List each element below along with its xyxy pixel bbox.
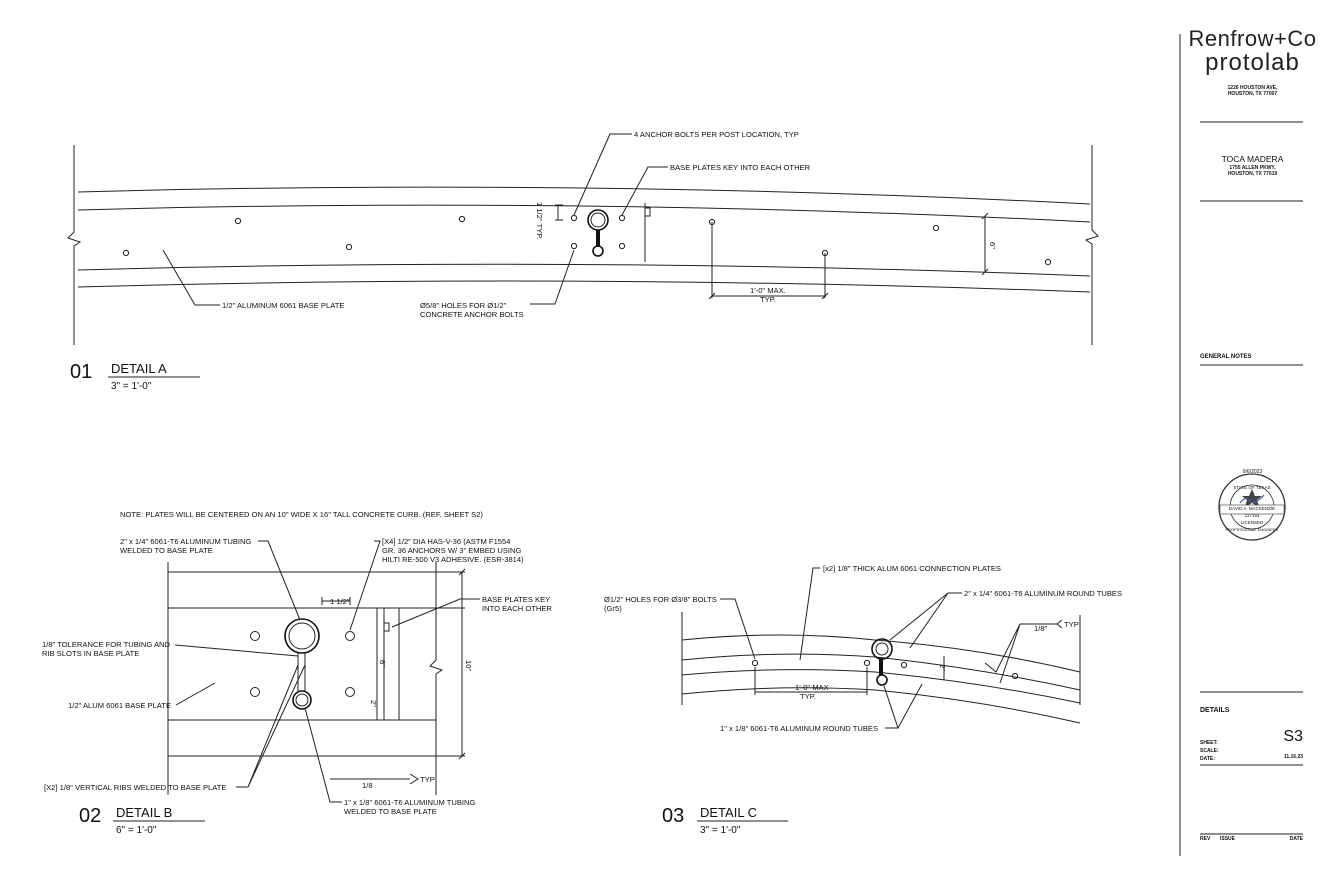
- client-address-line1: 1755 ALLEN PKWY,: [1229, 165, 1276, 171]
- note-anchor-bolts: 4 ANCHOR BOLTS PER POST LOCATION, TYP: [634, 130, 799, 139]
- dimension-1-5: 1 1/2": [330, 597, 350, 606]
- detail-a: 1'-0" MAX. TYP. 6" 1 1/2" TYP. 4 ANCHOR …: [67, 130, 1099, 392]
- pe-seal: [1218, 473, 1286, 541]
- note-holes-line2: (Gr5): [604, 604, 622, 613]
- break-line-left: [67, 145, 82, 345]
- note-small-tube-line1: 1" x 1/8" 6061-T6 ALUMINUM TUBING: [344, 798, 476, 807]
- dimension-6: 6": [988, 242, 997, 249]
- rev-date-label: DATE: [1289, 836, 1303, 842]
- note-small-tube-line2: WELDED TO BASE PLATE: [344, 807, 437, 816]
- dimension-max: 1'-0" MAX.: [750, 286, 786, 295]
- note-connection-plates: [x2] 1/8" THICK ALUM 6061 CONNECTION PLA…: [823, 564, 1001, 573]
- firm-subname: protolab: [1205, 49, 1300, 76]
- note-tolerance-line1: 1/8" TOLERANCE FOR TUBING AND: [42, 640, 171, 649]
- dimension-typ: TYP.: [800, 692, 816, 701]
- firm-address-line2: HOUSTON, TX 77007: [1227, 91, 1278, 97]
- seal-professional-engineer: PROFESSIONAL ENGINEER: [1225, 527, 1279, 532]
- note-anchors-line1: [X4] 1/2" DIA HAS-V-36 (ASTM F1554: [382, 537, 510, 546]
- dimension-10: 10": [464, 660, 473, 671]
- client-address-line2: HOUSTON, TX 77019: [1227, 171, 1278, 177]
- note-ribs: [X2] 1/8" VERTICAL RIBS WELDED TO BASE P…: [44, 783, 226, 792]
- note-plates-centered: NOTE: PLATES WILL BE CENTERED ON AN 10" …: [120, 510, 483, 519]
- firm-logo: Renfrow+Co protolab: [1185, 27, 1320, 75]
- anchor-holes: [250, 631, 355, 697]
- seal-date: 9/6/2023: [1242, 469, 1263, 475]
- detail-number: 02: [79, 805, 101, 827]
- seal-license-number: 117193: [1244, 513, 1260, 518]
- detail-number: 03: [662, 805, 684, 827]
- sheet-title: DETAILS: [1200, 707, 1230, 714]
- post-tube: [871, 638, 893, 686]
- dimension-2: 2": [369, 700, 378, 707]
- detail-c: 1'-0" MAX TYP. 2" 1/8" TYP [x2] 1/8" THI…: [604, 564, 1122, 836]
- date-value: 11.16.23: [1283, 754, 1303, 760]
- note-base-plates-key: BASE PLATES KEY INTO EACH OTHER: [670, 163, 811, 172]
- seal-state: STATE OF TEXAS: [1233, 485, 1271, 490]
- dimension-typ-1-5: 1 1/2" TYP.: [535, 202, 544, 239]
- note-tubing-line2: WELDED TO BASE PLATE: [120, 546, 213, 555]
- issue-label: ISSUE: [1220, 836, 1236, 842]
- detail-number: 01: [70, 361, 92, 383]
- seal-licensed: LICENSED: [1240, 520, 1264, 525]
- note-anchors-line2: GR. 36 ANCHORS W/ 3" EMBED USING: [382, 546, 522, 555]
- weld-typ: TYP: [1064, 620, 1079, 629]
- sheet-number: S3: [1283, 728, 1303, 745]
- note-small-tubes: 1" x 1/8" 6061-T6 ALUMINUM ROUND TUBES: [720, 724, 878, 733]
- detail-title: DETAIL B: [116, 805, 172, 820]
- note-tolerance-line2: RIB SLOTS IN BASE PLATE: [42, 649, 139, 658]
- dimension-typ: TYP.: [760, 295, 776, 304]
- dimension-2: 2": [938, 664, 947, 671]
- note-key-line1: BASE PLATES KEY: [482, 595, 550, 604]
- detail-scale: 3" = 1'-0": [700, 825, 741, 836]
- note-holes-line2: CONCRETE ANCHOR BOLTS: [420, 310, 524, 319]
- seal-engineer-name: DAVID A. MACKENZIE: [1228, 506, 1276, 511]
- detail-scale: 6" = 1'-0": [116, 825, 157, 836]
- post-tube: [284, 618, 320, 710]
- note-key-line2: INTO EACH OTHER: [482, 604, 552, 613]
- note-holes-line1: Ø1/2" HOLES FOR Ø3/8" BOLTS: [604, 595, 717, 604]
- detail-b: NOTE: PLATES WILL BE CENTERED ON AN 10" …: [42, 510, 552, 836]
- date-label: DATE:: [1200, 756, 1215, 762]
- post-tube: [587, 209, 609, 257]
- rev-label: REV: [1200, 836, 1211, 842]
- weld-size: 1/8": [1034, 624, 1048, 633]
- weld-size: 1/8: [362, 781, 373, 790]
- firm-address-line1: 1226 HOUSTON AVE,: [1227, 85, 1278, 91]
- dimension-6: 6": [378, 660, 387, 667]
- note-anchors-line3: HILTI RE-500 V3 ADHESIVE. (ESR-3814): [382, 555, 524, 564]
- dimension-max: 1'-0" MAX: [795, 683, 829, 692]
- firm-name: Renfrow+Co: [1188, 26, 1317, 51]
- note-round-tubes: 2" x 1/4" 6061-T6 ALUMINUM ROUND TUBES: [964, 589, 1122, 598]
- weld-typ: TYP: [420, 775, 435, 784]
- title-block: [1179, 34, 1303, 856]
- detail-scale: 3" = 1'-0": [111, 381, 152, 392]
- detail-title: DETAIL C: [700, 805, 757, 820]
- note-base-plate: 1/2" ALUMINUM 6061 BASE PLATE: [222, 301, 344, 310]
- sheet-label: SHEET:: [1200, 740, 1218, 746]
- note-tubing-line1: 2" x 1/4" 6061-T6 ALUMINUM TUBING: [120, 537, 252, 546]
- client-name: TOCA MADERA: [1221, 154, 1284, 164]
- detail-title: DETAIL A: [111, 361, 167, 376]
- scale-label: SCALE:: [1200, 748, 1219, 754]
- break-line-right: [1084, 145, 1099, 345]
- general-notes-label: GENERAL NOTES: [1200, 354, 1252, 360]
- note-holes-line1: Ø5/8" HOLES FOR Ø1/2": [420, 301, 507, 310]
- note-base-plate: 1/2" ALUM 6061 BASE PLATE: [68, 701, 171, 710]
- anchor-holes: [122, 214, 1052, 266]
